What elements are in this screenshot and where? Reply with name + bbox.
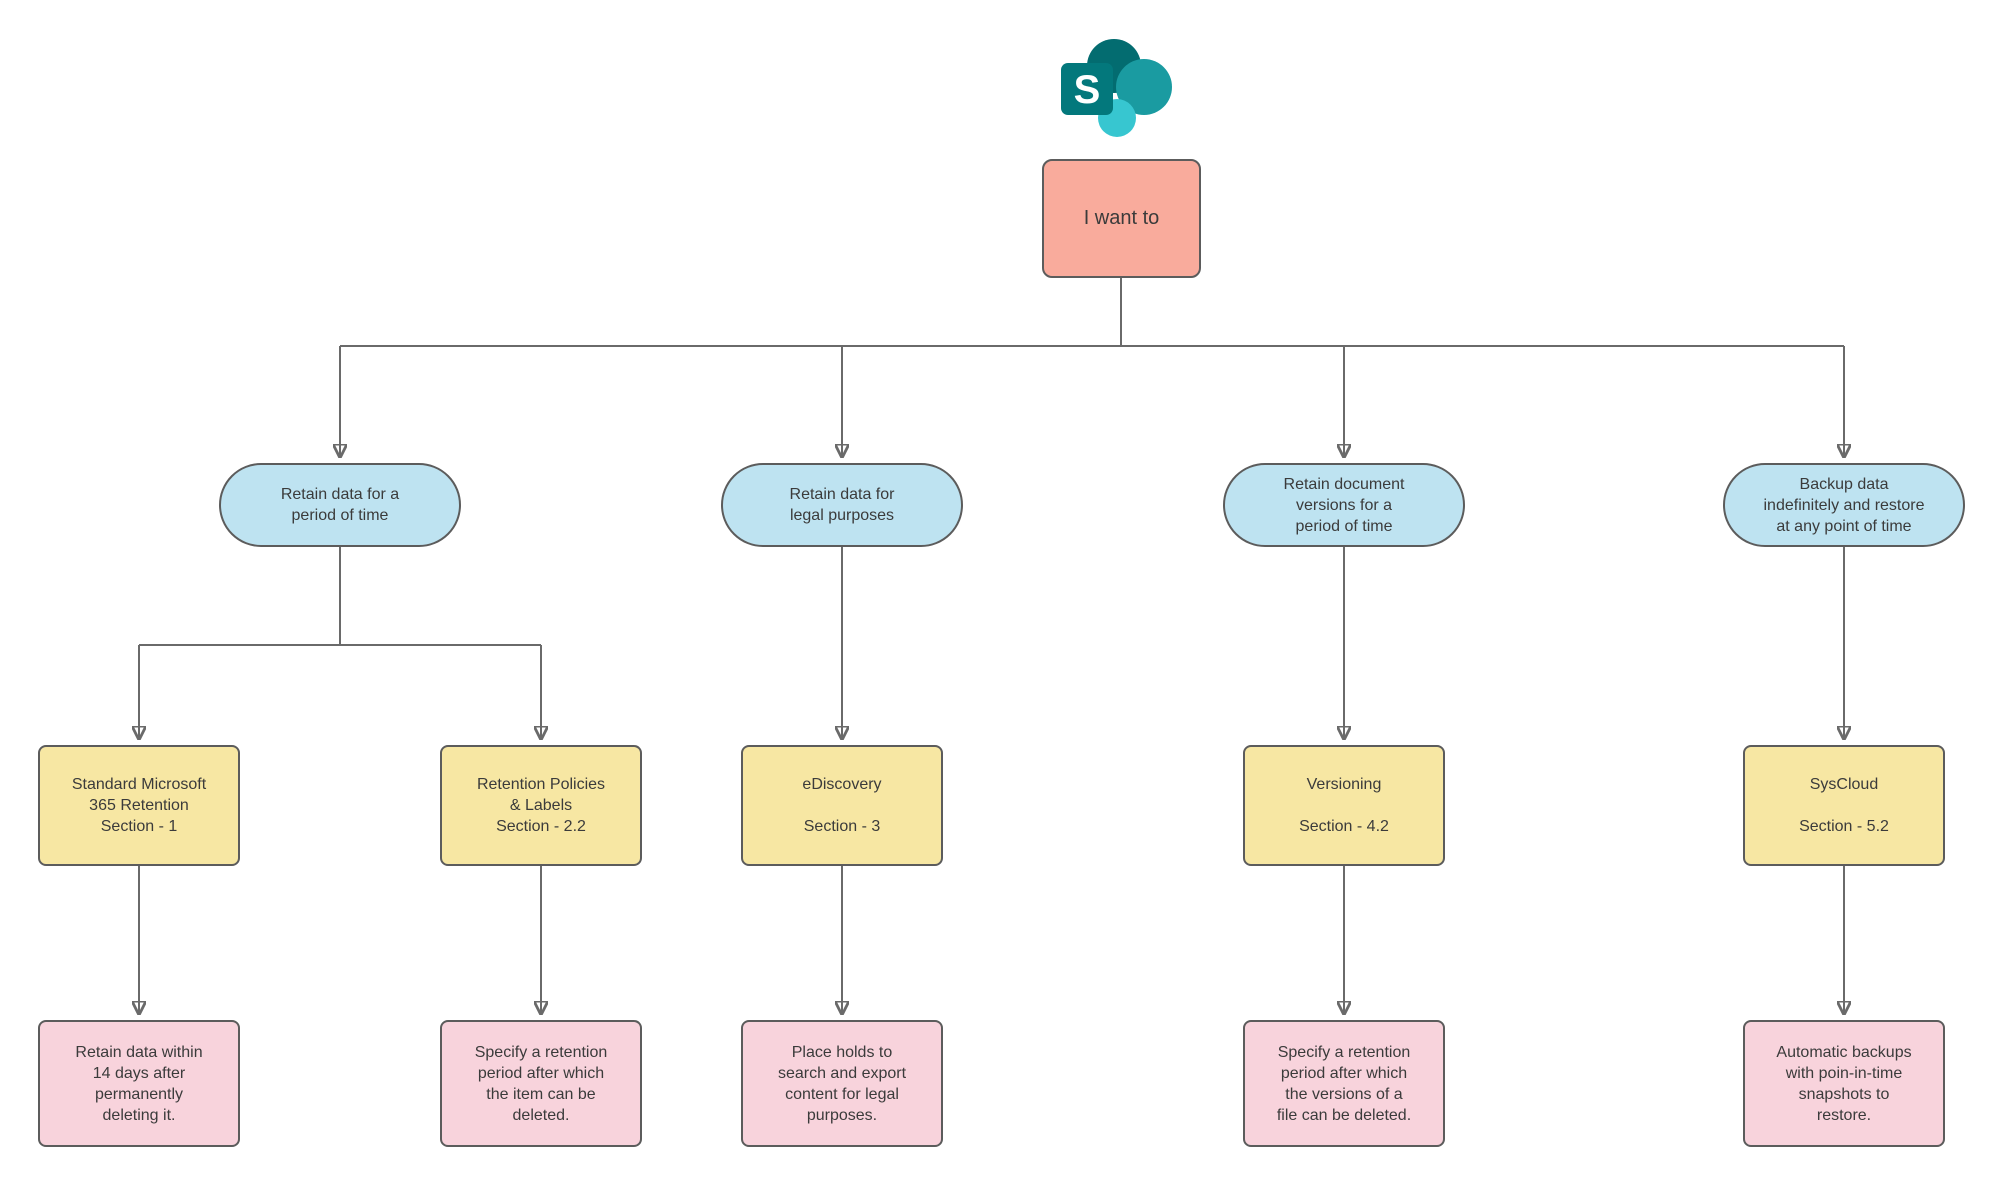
solution-node-standard-retention: Standard Microsoft 365 Retention Section… <box>38 745 240 866</box>
solution-node-versioning: Versioning Section - 4.2 <box>1243 745 1445 866</box>
decision-node-retain-legal: Retain data for legal purposes <box>721 463 963 547</box>
decision-node-retain-versions: Retain document versions for a period of… <box>1223 463 1465 547</box>
detail-node-legal-holds: Place holds to search and export content… <box>741 1020 943 1147</box>
solution-node-ediscovery: eDiscovery Section - 3 <box>741 745 943 866</box>
solution-node-syscloud: SysCloud Section - 5.2 <box>1743 745 1945 866</box>
root-node-i-want-to: I want to <box>1042 159 1201 278</box>
sharepoint-letter: S <box>1074 68 1101 112</box>
decision-node-retain-data-period: Retain data for a period of time <box>219 463 461 547</box>
connector-decision1-split <box>139 547 541 646</box>
detail-node-automatic-backups: Automatic backups with poin-in-time snap… <box>1743 1020 1945 1147</box>
detail-node-retention-period-versions: Specify a retention period after which t… <box>1243 1020 1445 1147</box>
detail-node-retention-period-item: Specify a retention period after which t… <box>440 1020 642 1147</box>
detail-node-retain-14-days: Retain data within 14 days after permane… <box>38 1020 240 1147</box>
solution-node-retention-policies: Retention Policies & Labels Section - 2.… <box>440 745 642 866</box>
decision-node-backup-restore: Backup data indefinitely and restore at … <box>1723 463 1965 547</box>
sharepoint-icon: S <box>1057 33 1175 143</box>
